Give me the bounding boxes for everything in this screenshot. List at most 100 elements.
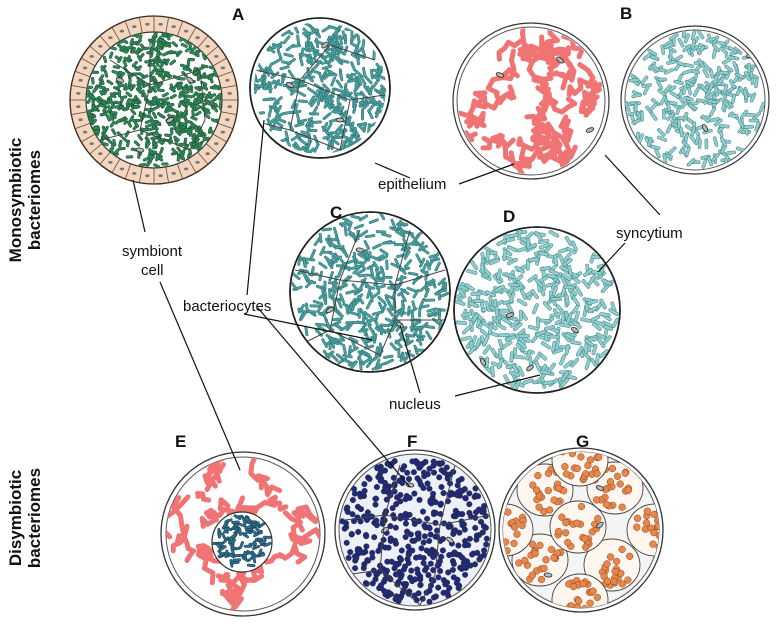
symbiont-branched	[464, 113, 487, 129]
symbiont-rod	[101, 141, 109, 147]
symbiont-rod	[666, 112, 675, 121]
symbiont-sphere	[420, 485, 427, 492]
symbiont-rod	[100, 65, 107, 72]
symbiont-rod	[309, 304, 320, 308]
nucleus	[570, 326, 580, 334]
epithelial-nucleus	[98, 152, 103, 156]
symbiont-sphere	[580, 605, 589, 608]
symbiont-rod	[397, 347, 401, 359]
symbiont-rod	[701, 114, 710, 124]
symbiont-rod	[132, 105, 141, 109]
symbiont-rod	[424, 282, 435, 287]
epithelial-cell-wall	[217, 70, 234, 78]
symbiont-rod	[415, 253, 422, 264]
symbiont-rod	[156, 68, 165, 72]
symbiont-sphere	[573, 464, 581, 473]
symbiont-rod	[331, 110, 342, 114]
symbiont-rod	[728, 46, 738, 54]
symbiont-rod	[335, 308, 344, 318]
symbiont-sphere	[454, 492, 461, 499]
symbiont-sphere	[357, 518, 364, 525]
symbiont-rod	[176, 154, 181, 162]
epithelial-nucleus	[205, 44, 210, 48]
symbiont-rod	[588, 274, 597, 285]
symbiont-rod	[668, 49, 673, 61]
symbiont-rod	[631, 118, 642, 125]
symbiont-sphere	[357, 493, 364, 500]
symbiont-rod	[254, 111, 266, 116]
symbiont-rod	[350, 214, 361, 220]
panel-letter-b: B	[620, 4, 632, 23]
symbiont-sphere	[411, 490, 418, 497]
nucleus-label: nucleus	[389, 396, 441, 413]
symbiont-sphere	[513, 530, 521, 538]
symbiont-sphere	[554, 527, 563, 536]
symbiont-rod	[150, 100, 158, 106]
symbiont-sphere	[562, 519, 570, 527]
symbiont-rod	[361, 38, 366, 49]
symbiont-rod	[458, 287, 467, 299]
symbiont-rod	[191, 91, 198, 98]
symbiont-sphere	[439, 547, 446, 554]
symbiont-rod	[498, 333, 510, 338]
symbiont-rod	[706, 99, 718, 104]
nucleus	[325, 306, 335, 314]
symbiont-sphere	[577, 502, 586, 511]
epithelial-cell-wall	[220, 85, 237, 89]
epithelial-nucleus	[119, 167, 125, 171]
symbiont-rod	[133, 140, 141, 147]
symbiont-sphere	[365, 571, 372, 578]
symbiont-rod	[359, 307, 366, 318]
symbiont-rod	[573, 310, 580, 322]
symbiont-branched	[282, 542, 308, 565]
symbiont-rod	[183, 96, 189, 104]
symbiont-rod	[316, 95, 322, 106]
epithelial-cell-wall	[71, 85, 88, 89]
nucleus	[701, 123, 709, 133]
symbiont-branched	[458, 98, 477, 119]
symbiont-rod	[527, 324, 539, 331]
symbiont-rod	[181, 122, 188, 130]
symbiont-sphere	[392, 560, 399, 567]
nucleus	[479, 357, 487, 367]
symbiont-sphere	[670, 527, 677, 534]
symbiont-rod	[255, 527, 263, 535]
symbiont-sphere	[472, 485, 479, 492]
symbiont-sphere	[472, 561, 479, 568]
symbiont-rod	[192, 103, 197, 112]
symbiont-rod	[495, 322, 507, 331]
symbiont-rod	[502, 249, 508, 261]
symbiont-sphere	[633, 514, 642, 522]
symbiont-branched	[182, 535, 197, 563]
symbiont-sphere	[542, 556, 550, 564]
symbiont-rod	[350, 61, 356, 72]
symbiont-rod	[361, 325, 367, 337]
symbiont-rod	[330, 76, 337, 87]
symbiont-rod	[699, 83, 708, 93]
leader-lines	[132, 119, 661, 488]
symbiont-sphere	[425, 572, 432, 579]
symbiont-rod	[601, 278, 613, 286]
symbiont-rod	[166, 107, 174, 113]
symbiont-sphere	[624, 486, 632, 494]
symbiont-rod	[161, 101, 168, 108]
epithelial-cell-wall	[99, 35, 111, 49]
symbiont-sphere	[361, 487, 368, 494]
symbiont-rod	[98, 74, 105, 82]
symbiont-sphere	[606, 553, 615, 561]
symbiont-rod	[362, 66, 367, 78]
symbiont-sphere	[594, 514, 602, 523]
symbiont-sphere	[404, 528, 411, 535]
symbiont-rod	[464, 283, 475, 292]
symbiont-sphere	[373, 484, 380, 491]
symbiont-rod	[591, 343, 598, 356]
symbiont-rod	[136, 54, 142, 62]
symbiont-rod	[111, 69, 119, 75]
symbiont-rod	[434, 288, 445, 296]
symbiont-rod	[328, 271, 334, 282]
symbiont-rod	[712, 136, 719, 147]
symbiont-rod	[102, 55, 108, 64]
symbiont-rod	[113, 100, 121, 105]
symbiont-sphere	[420, 560, 427, 567]
